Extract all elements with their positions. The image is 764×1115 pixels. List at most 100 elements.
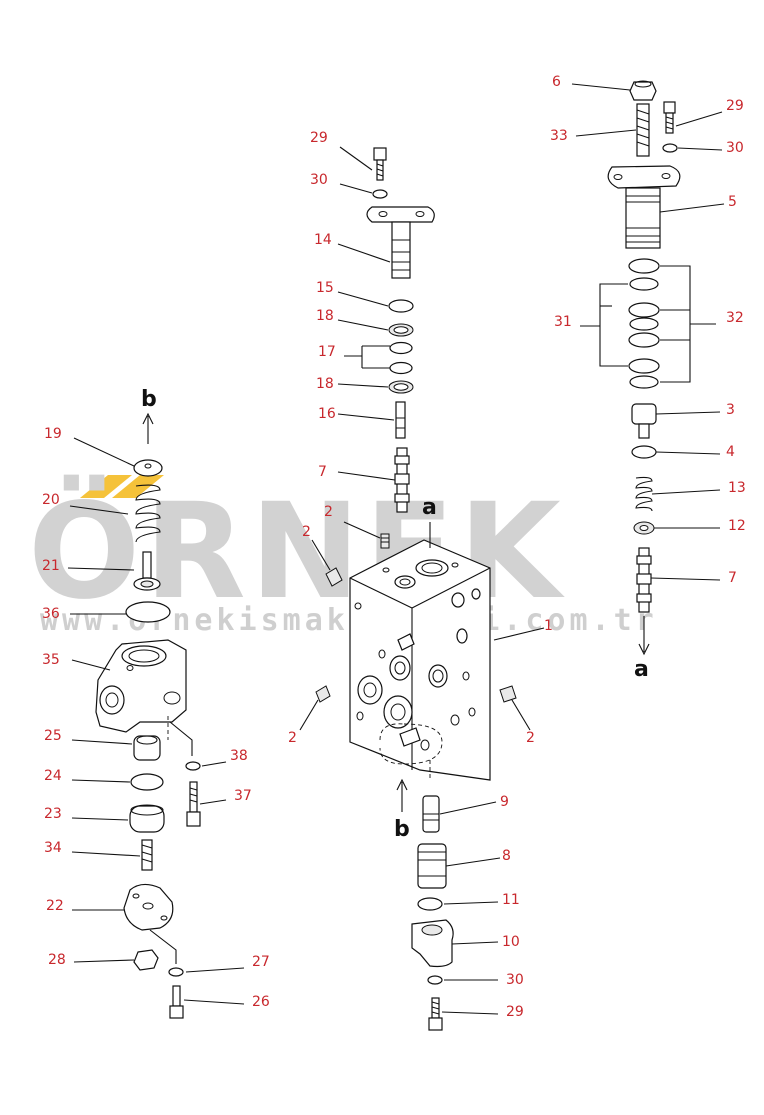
part-oring-24 — [130, 773, 164, 791]
part-washer-38 — [185, 761, 201, 771]
callout-25: 25 — [44, 728, 62, 744]
callout-33: 33 — [550, 128, 568, 144]
part-backup-ring-18-top — [388, 323, 414, 337]
callout-2-left-bottom: 2 — [288, 730, 297, 746]
callout-36: 36 — [42, 606, 60, 622]
part-spring-13 — [635, 476, 653, 512]
part-piston-3 — [631, 403, 657, 439]
callout-2-left-top: 2 — [302, 524, 311, 540]
callout-7-right: 7 — [728, 570, 737, 586]
part-seat-19 — [133, 459, 163, 477]
leader-lines — [67, 83, 725, 1015]
part-oring-17-b — [389, 361, 413, 375]
part-bolt-37 — [186, 781, 201, 827]
part-valve-body-1 — [349, 539, 491, 781]
part-oring-36 — [125, 601, 171, 623]
right-assembly — [580, 80, 716, 613]
part-plug-2-top — [380, 533, 390, 549]
part-sleeve-5 — [607, 165, 681, 249]
marker-b-bottom: b — [394, 817, 410, 842]
bracket-31 — [599, 283, 628, 367]
part-oring-17-a — [389, 341, 413, 355]
part-oring-15 — [388, 299, 414, 313]
callout-29-bottom: 29 — [506, 1004, 524, 1020]
part-ring-32-a — [628, 258, 660, 274]
part-spool-7-right — [636, 547, 652, 613]
part-ring-31-b — [629, 317, 659, 331]
callout-17: 17 — [318, 344, 336, 360]
callout-35: 35 — [42, 652, 60, 668]
callout-8: 8 — [502, 848, 511, 864]
part-oring-4 — [631, 445, 657, 459]
part-ring-32-d — [628, 358, 660, 374]
callout-30-right: 30 — [726, 140, 744, 156]
marker-a-center: a — [422, 495, 437, 520]
part-bolt-29-center — [373, 147, 387, 181]
watermark-accent-right — [112, 475, 164, 498]
callout-34: 34 — [44, 840, 62, 856]
part-sleeve-8 — [417, 843, 447, 889]
part-ring-31-c — [629, 375, 659, 389]
callout-29-right: 29 — [726, 98, 744, 114]
part-plug-2-left-bottom — [315, 685, 331, 703]
callout-37: 37 — [234, 788, 252, 804]
part-nut-28 — [133, 949, 159, 971]
arrow-a-down — [638, 616, 650, 656]
part-adjust-screw-33 — [636, 103, 650, 157]
arrow-b-up-bottom — [396, 778, 408, 812]
callout-30-bottom: 30 — [506, 972, 524, 988]
part-washer-30-right — [662, 143, 678, 153]
callout-16: 16 — [318, 406, 336, 422]
center-assembly — [315, 147, 517, 1031]
callout-numbers: 29 30 14 15 18 17 18 16 7 2 2 1 2 2 9 8 … — [42, 74, 746, 1020]
callout-20: 20 — [42, 492, 60, 508]
callout-23: 23 — [44, 806, 62, 822]
part-bolt-26 — [169, 985, 184, 1019]
bracket-32 — [660, 265, 691, 383]
part-plug-23 — [129, 804, 165, 833]
callout-4: 4 — [726, 444, 735, 460]
callout-30-center: 30 — [310, 172, 328, 188]
part-spool-7-center — [394, 447, 410, 513]
part-spring-20 — [135, 484, 161, 543]
part-cap-10 — [411, 919, 454, 968]
callout-24: 24 — [44, 768, 62, 784]
part-retainer-12 — [633, 521, 655, 535]
callout-22: 22 — [46, 898, 64, 914]
part-cover-22 — [123, 883, 174, 931]
part-plug-2-left-top — [325, 567, 343, 587]
callout-12: 12 — [728, 518, 746, 534]
part-piston-16 — [395, 401, 406, 439]
arrow-b-up — [142, 412, 154, 444]
callout-31: 31 — [554, 314, 572, 330]
part-backup-ring-18-bottom — [388, 380, 414, 394]
part-bolt-29-right — [663, 101, 676, 134]
callout-2-top: 2 — [324, 504, 333, 520]
callout-27: 27 — [252, 954, 270, 970]
callout-29-center: 29 — [310, 130, 328, 146]
part-housing-35 — [95, 639, 187, 740]
callout-10: 10 — [502, 934, 520, 950]
part-washer-27 — [168, 967, 184, 977]
callout-15: 15 — [316, 280, 334, 296]
part-adjust-screw-34 — [141, 839, 153, 871]
part-washer-30-bottom — [427, 975, 443, 985]
direction-markers: b b a a — [141, 387, 650, 842]
part-piston-25 — [133, 735, 161, 761]
left-assembly — [95, 459, 201, 1019]
callout-21: 21 — [42, 558, 60, 574]
part-washer-30-center — [372, 189, 388, 199]
callout-32: 32 — [726, 310, 744, 326]
callout-6: 6 — [552, 74, 561, 90]
callout-18-bottom: 18 — [316, 376, 334, 392]
part-ring-32-b — [628, 302, 660, 318]
callout-19: 19 — [44, 426, 62, 442]
part-ring-32-c — [628, 332, 660, 348]
callout-13: 13 — [728, 480, 746, 496]
marker-b-top: b — [141, 387, 157, 412]
callout-11: 11 — [502, 892, 520, 908]
marker-a-right: a — [634, 657, 649, 682]
part-spool-21 — [133, 551, 161, 591]
